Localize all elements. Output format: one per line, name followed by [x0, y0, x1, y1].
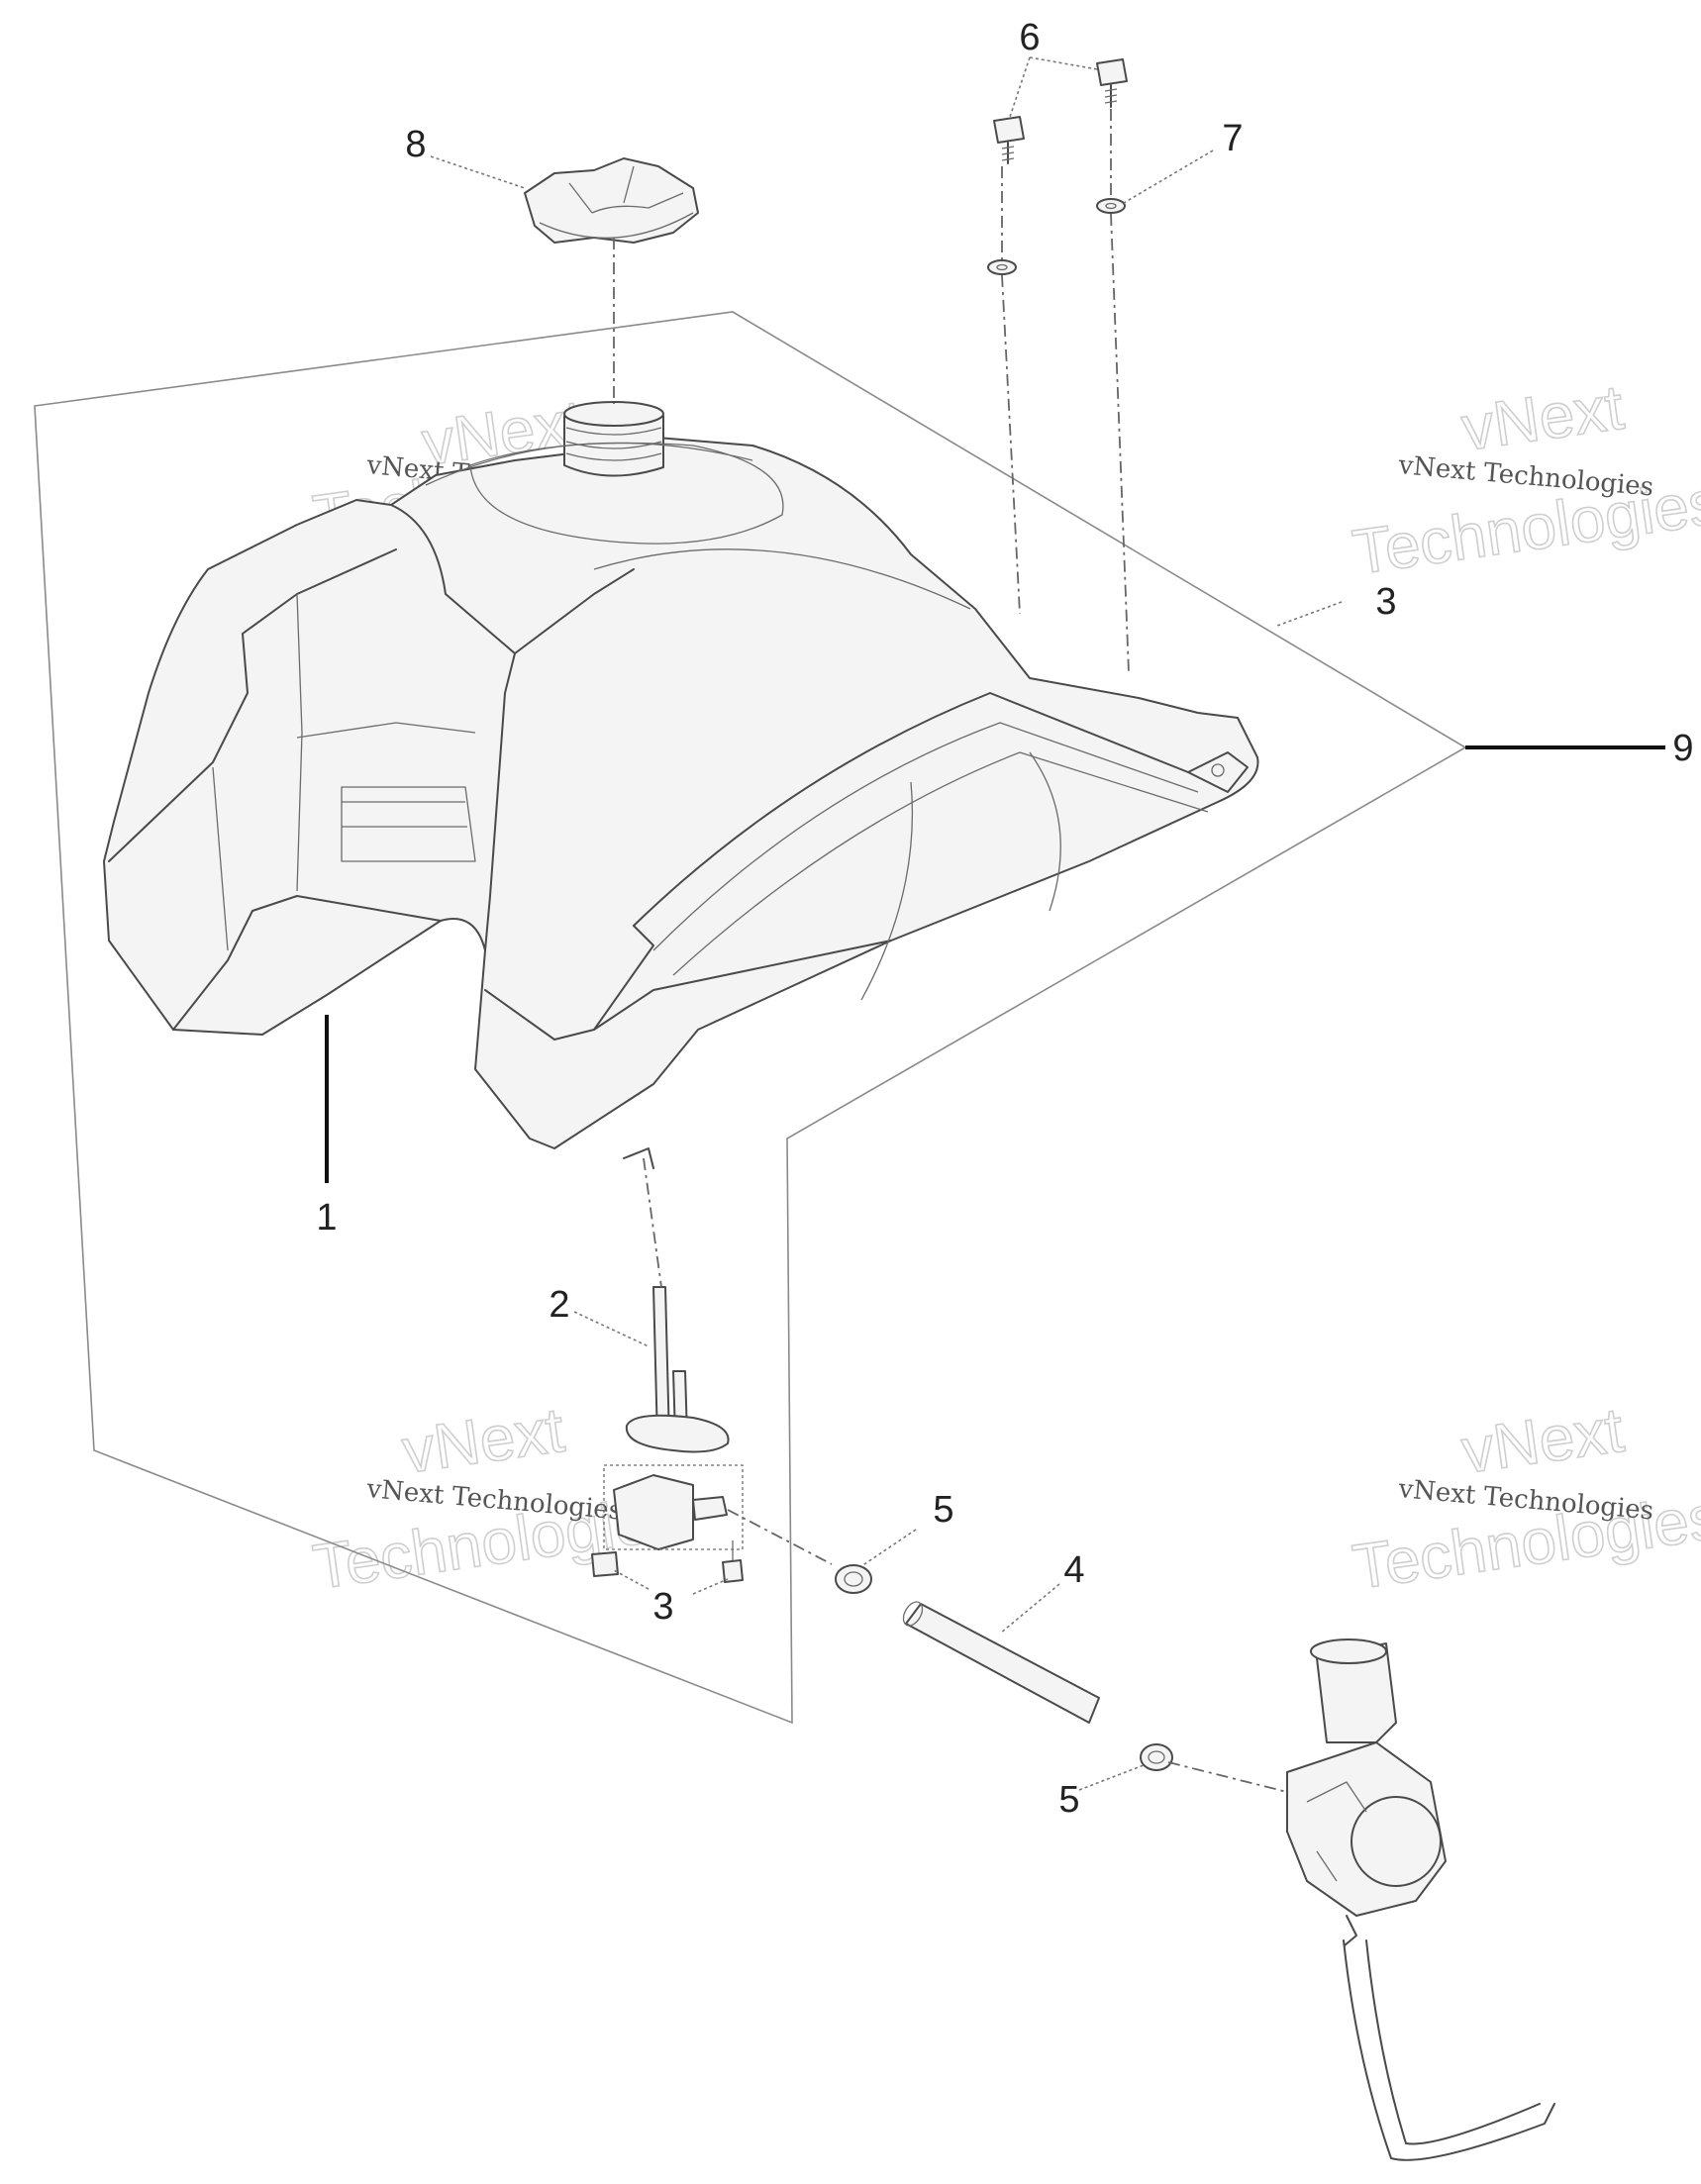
hose-clamp-lower	[1140, 1743, 1173, 1771]
callout-labels: 1 2 3 3 4 5 5 6 7 8 9	[316, 17, 1693, 1821]
watermark-big-text: vNext	[1457, 1394, 1628, 1487]
callout-2: 2	[549, 1284, 569, 1326]
fuel-hose	[902, 1601, 1100, 1724]
callout-4: 4	[1063, 1549, 1084, 1591]
mounting-bolt-left	[993, 116, 1025, 164]
callout-9: 9	[1672, 728, 1693, 769]
watermark-bottom-right: vNext Technologies vNext Technologies	[1348, 1393, 1701, 1604]
watermark-big-text: vNext	[398, 1394, 568, 1487]
valve-screw-right	[722, 1540, 744, 1583]
washer-left	[987, 259, 1017, 275]
watermark-big-text: vNext	[1457, 371, 1628, 464]
carburetor	[1286, 1638, 1555, 2161]
fuel-valve	[603, 1286, 744, 1550]
callout-8: 8	[405, 124, 426, 165]
callout-5-lower: 5	[1058, 1779, 1079, 1821]
callout-3-top: 3	[1375, 581, 1396, 623]
assembly-axes	[613, 109, 1288, 1793]
washer-right	[1096, 198, 1126, 214]
callout-3-bottom: 3	[652, 1586, 673, 1628]
watermark-top-right: vNext Technologies vNext Technologies	[1348, 370, 1701, 589]
assembly-frame	[34, 311, 1467, 1725]
callout-1: 1	[316, 1197, 337, 1239]
hose-clamp-upper	[835, 1564, 872, 1594]
callout-leaders	[325, 56, 1665, 1791]
callout-5-upper: 5	[933, 1489, 953, 1531]
callout-7: 7	[1222, 118, 1243, 159]
fuel-tank	[103, 401, 1259, 1169]
mounting-bolt-right	[1096, 58, 1128, 108]
fuel-cap	[524, 157, 699, 244]
valve-screw-left	[591, 1551, 619, 1577]
callout-6: 6	[1019, 17, 1040, 58]
